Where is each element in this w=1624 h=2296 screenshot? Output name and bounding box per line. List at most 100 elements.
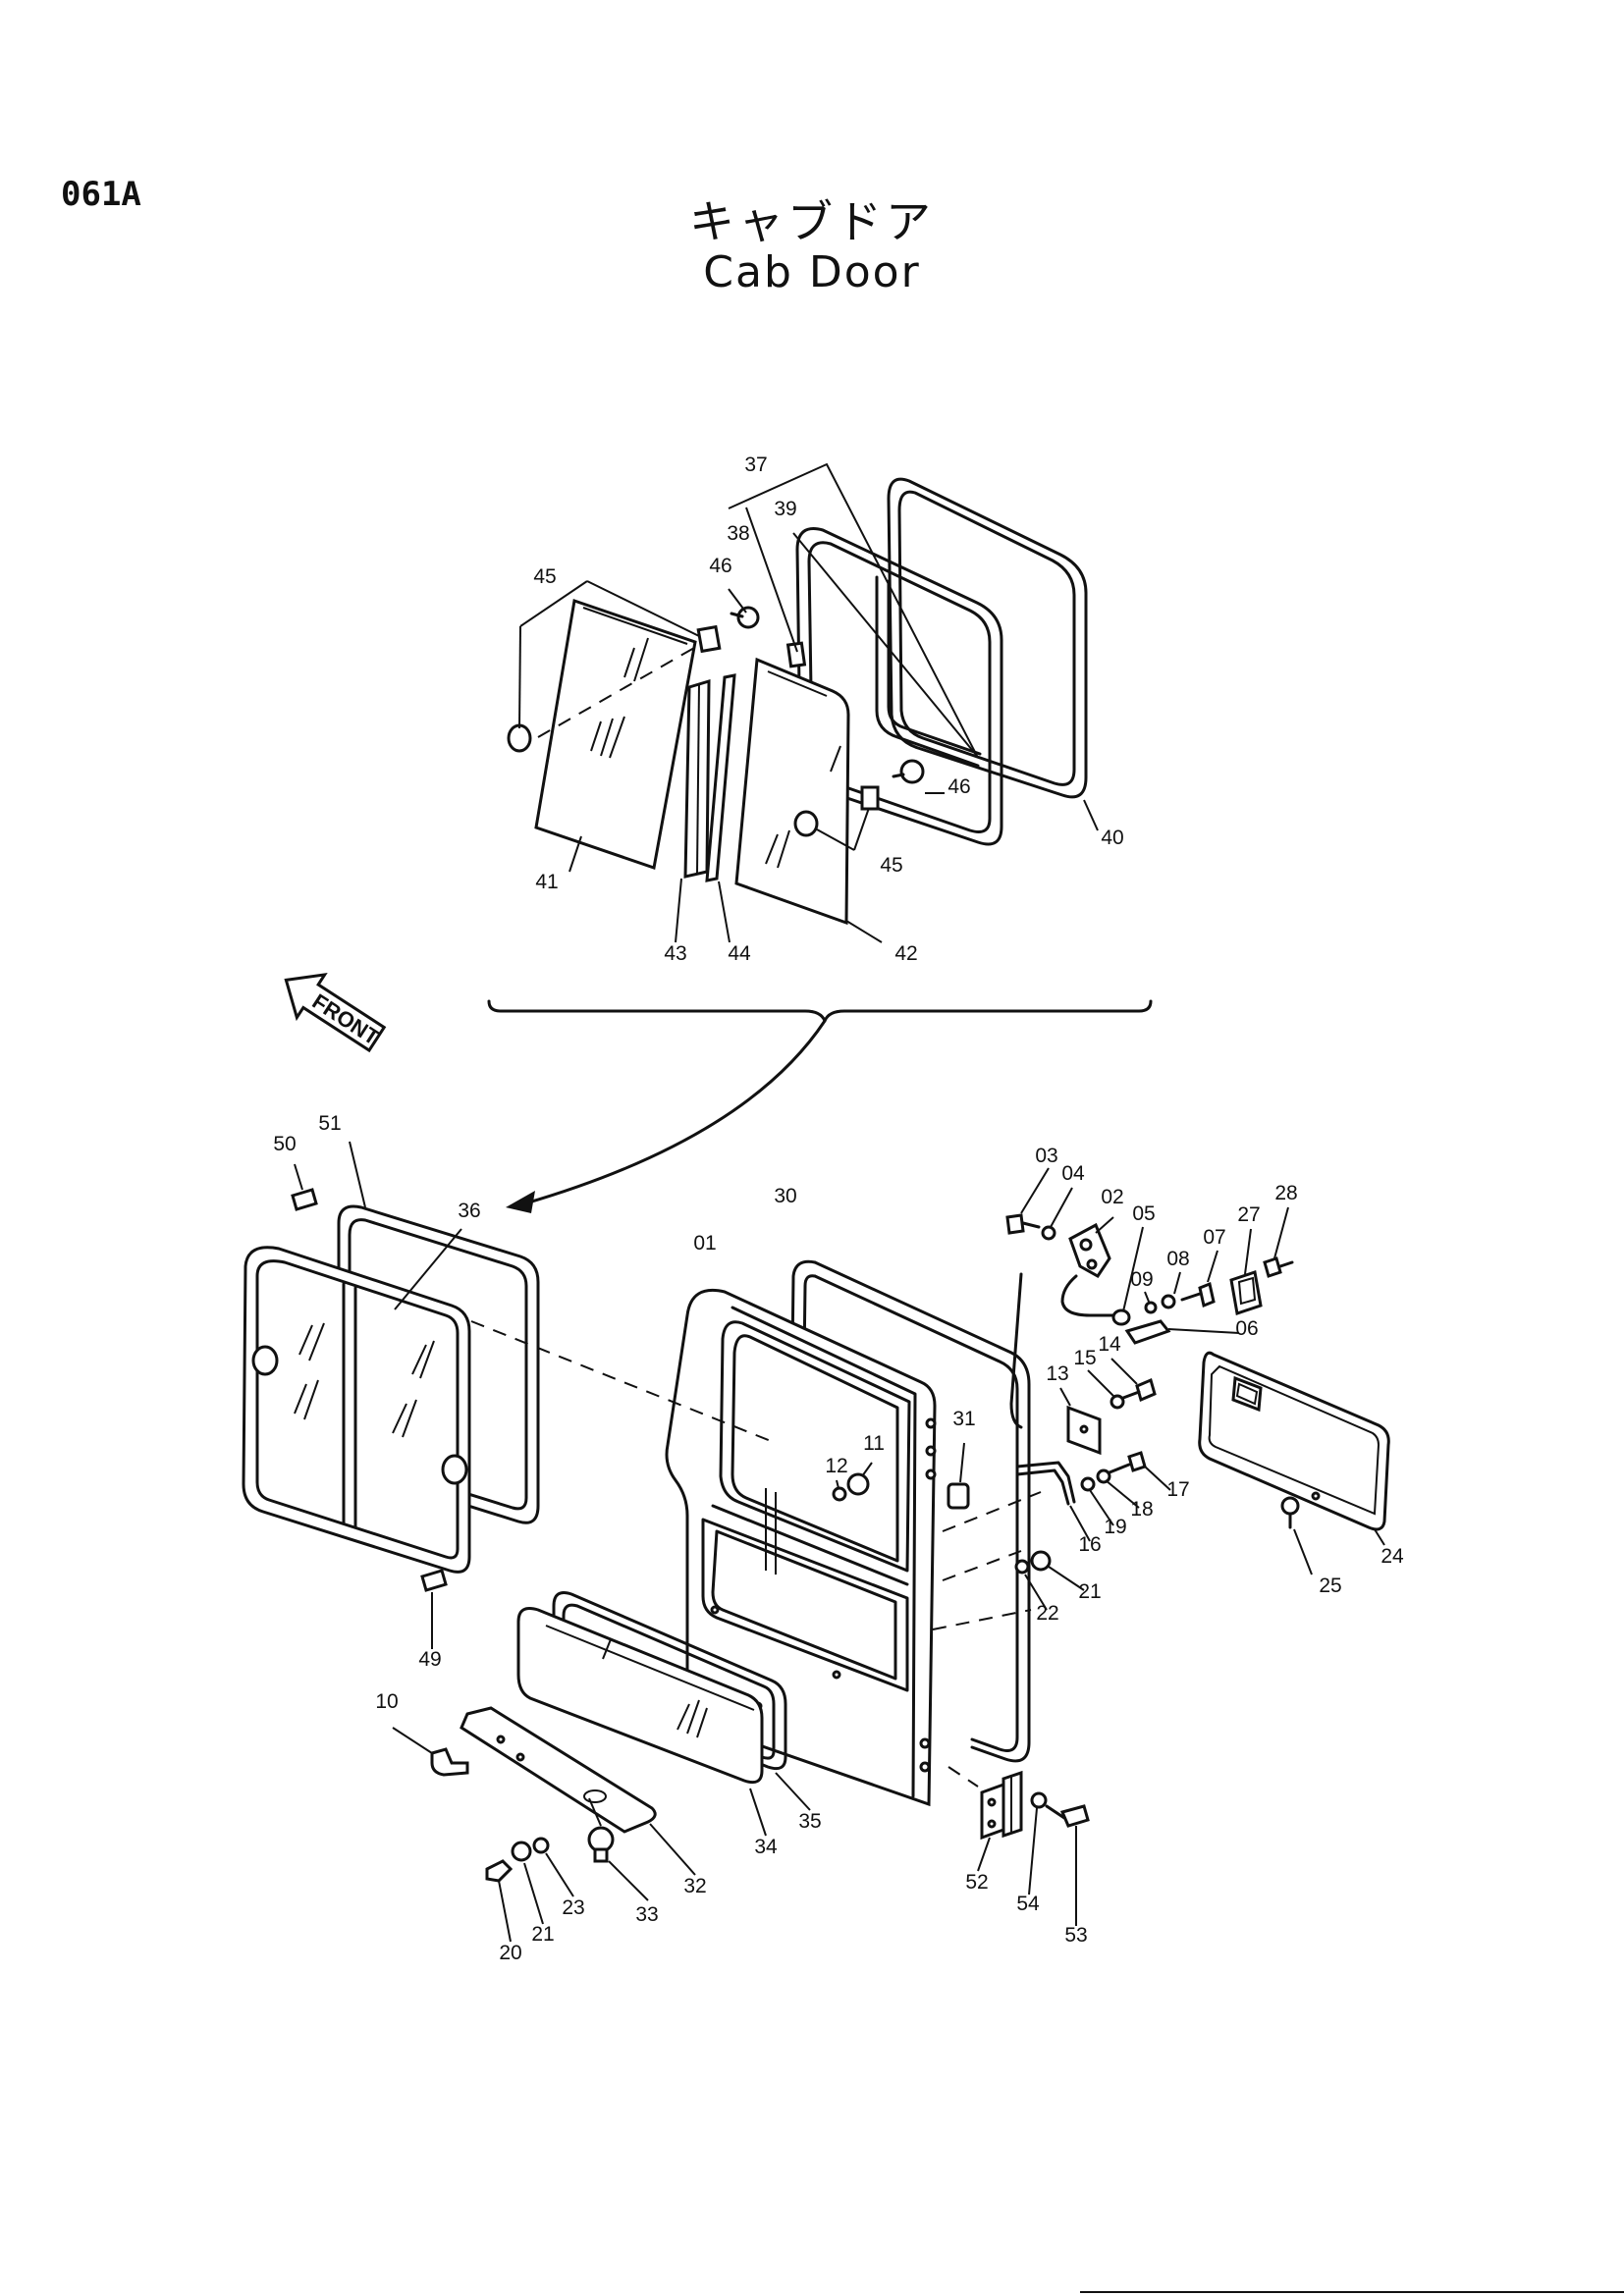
glass-panel-42 — [734, 657, 880, 926]
callout-30: 30 — [774, 1185, 796, 1207]
callout-49: 49 — [418, 1648, 441, 1671]
callout-21: 21 — [1078, 1580, 1101, 1603]
rail-44 — [705, 673, 736, 882]
washer-18 — [1096, 1468, 1111, 1484]
callout-20: 20 — [499, 1942, 521, 1964]
callout-51: 51 — [318, 1112, 341, 1135]
latch-45-46 — [518, 580, 925, 851]
callout-38: 38 — [727, 522, 749, 545]
door-frame-01 — [665, 1289, 937, 1807]
washer-09 — [1144, 1301, 1158, 1314]
callout-02: 02 — [1101, 1186, 1123, 1208]
callout-05: 05 — [1132, 1202, 1155, 1225]
washer-22 — [1014, 1559, 1030, 1575]
callout-54: 54 — [1016, 1893, 1040, 1915]
stopper-31 — [947, 1442, 970, 1510]
bracket-13 — [1059, 1387, 1102, 1456]
callout-35: 35 — [798, 1810, 821, 1833]
callout-50: 50 — [273, 1133, 296, 1155]
clip-25 — [1280, 1496, 1385, 1575]
callout-03: 03 — [1035, 1145, 1057, 1167]
callout-08: 08 — [1166, 1248, 1189, 1270]
callout-21: 21 — [531, 1923, 554, 1946]
callout-19: 19 — [1104, 1516, 1126, 1538]
washer-04 — [1041, 1225, 1056, 1241]
callout-36: 36 — [458, 1200, 480, 1222]
pad-50 — [291, 1188, 318, 1211]
title-english: Cab Door — [703, 247, 921, 297]
callout-18: 18 — [1130, 1498, 1153, 1521]
washer-19 — [1080, 1476, 1096, 1492]
hardware-20-21-23 — [485, 1837, 574, 1943]
page-code: 061A — [61, 175, 141, 214]
nut-washer-11-12 — [832, 1462, 873, 1502]
callout-11: 11 — [863, 1432, 885, 1455]
callout-16: 16 — [1078, 1533, 1101, 1556]
pad-49 — [420, 1569, 448, 1592]
callout-28: 28 — [1274, 1182, 1297, 1204]
callout-40: 40 — [1101, 827, 1123, 849]
front-arrow-icon: FRONT — [284, 973, 387, 1053]
callout-41: 41 — [535, 871, 558, 893]
sliding-window-36 — [242, 1246, 471, 1574]
bolt-14 — [1087, 1358, 1157, 1403]
callout-09: 09 — [1130, 1268, 1153, 1291]
rod-05 — [1009, 1226, 1144, 1429]
callout-42: 42 — [894, 942, 917, 965]
bolt-53 — [1028, 1804, 1090, 1926]
bolt-28 — [1263, 1206, 1294, 1278]
bolt-03 — [1005, 1167, 1050, 1235]
plate-32 — [460, 1706, 657, 1834]
callout-10: 10 — [375, 1690, 398, 1713]
title-japanese: キャブドア — [689, 195, 935, 248]
nut-21 — [1030, 1550, 1052, 1572]
callout-06: 06 — [1235, 1317, 1258, 1340]
hinge-52 — [977, 1770, 1023, 1872]
callout-01: 01 — [693, 1232, 716, 1255]
callout-46: 46 — [709, 555, 731, 577]
callout-04: 04 — [1061, 1162, 1085, 1185]
trim-panel-24 — [1198, 1351, 1390, 1531]
callout-23: 23 — [562, 1896, 584, 1919]
callout-07: 07 — [1203, 1226, 1225, 1249]
glass-panel-41 — [507, 599, 697, 870]
rail-43 — [683, 678, 711, 879]
callout-22: 22 — [1036, 1602, 1058, 1625]
callout-17: 17 — [1166, 1478, 1189, 1501]
latch-assembly-02 — [1068, 1216, 1114, 1278]
callout-24: 24 — [1380, 1545, 1404, 1568]
callout-43: 43 — [664, 942, 686, 965]
callout-39: 39 — [774, 498, 796, 520]
callout-45: 45 — [533, 565, 556, 588]
callout-25: 25 — [1319, 1575, 1341, 1597]
seal-frame-40 — [887, 477, 1088, 799]
washer-08 — [1161, 1294, 1176, 1309]
callout-15: 15 — [1073, 1347, 1096, 1369]
callout-12: 12 — [825, 1455, 847, 1477]
washer-15 — [1110, 1394, 1125, 1410]
callout-37: 37 — [744, 454, 767, 476]
callout-34: 34 — [754, 1836, 778, 1858]
callout-53: 53 — [1064, 1924, 1087, 1947]
callout-33: 33 — [635, 1903, 658, 1926]
upper-window-assembly — [507, 462, 1099, 943]
bracket-06 — [1124, 1319, 1240, 1345]
seal-frame-51 — [337, 1204, 540, 1524]
bolt-17 — [1089, 1451, 1171, 1526]
glass-34 — [516, 1607, 764, 1785]
latch-10 — [392, 1727, 469, 1777]
striker-16 — [1015, 1461, 1091, 1542]
slide-channel-38-39 — [728, 462, 978, 757]
knob-33 — [587, 1797, 649, 1901]
callout-27: 27 — [1237, 1203, 1260, 1226]
callout-46: 46 — [947, 775, 970, 798]
callout-14: 14 — [1098, 1333, 1121, 1356]
callout-32: 32 — [683, 1875, 706, 1897]
assembly-bracket — [487, 999, 1153, 1213]
handle-27 — [1229, 1228, 1263, 1315]
screw-07 — [1180, 1281, 1216, 1308]
callout-45: 45 — [880, 854, 902, 877]
